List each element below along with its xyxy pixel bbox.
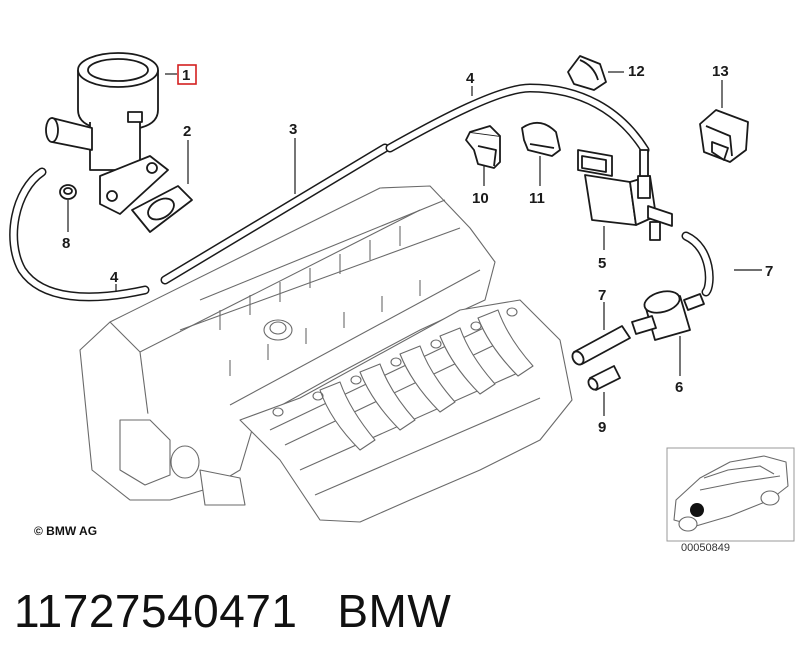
part-1-air-valve [45, 52, 169, 215]
callout-2: 2 [183, 123, 191, 140]
location-marker [690, 503, 704, 517]
leader-lines [67, 71, 762, 416]
engine-outline [79, 185, 573, 523]
callout-3: 3 [289, 121, 297, 138]
callout-9: 9 [598, 419, 606, 436]
part-13-bracket [699, 109, 749, 163]
part-7-hose-piece [571, 325, 631, 366]
callout-7-right: 7 [765, 263, 773, 280]
part-2-gasket [131, 185, 193, 233]
hose-4-top [385, 83, 650, 155]
callout-4-upper: 4 [466, 70, 475, 87]
callout-6: 6 [675, 379, 683, 396]
part-number-caption: 11727540471 BMW [14, 585, 452, 637]
part-8-nut [59, 184, 77, 200]
hose-3 [160, 143, 390, 285]
hose-4-left [9, 167, 150, 302]
diagram-reference-number: 00050849 [681, 542, 730, 554]
callout-1-highlight [177, 64, 197, 85]
callout-11: 11 [529, 190, 545, 207]
vehicle-location-thumbnail [666, 447, 795, 542]
part-10-clip [465, 125, 501, 169]
callout-5: 5 [598, 255, 606, 272]
part-5-solenoid-valve [577, 149, 673, 241]
callout-12: 12 [628, 63, 645, 80]
callout-4-lower: 4 [110, 269, 119, 286]
callout-8: 8 [62, 235, 70, 252]
callout-10: 10 [472, 190, 489, 207]
callout-7-left: 7 [598, 287, 606, 304]
callout-1: 1 [182, 67, 190, 84]
callout-13: 13 [712, 63, 729, 80]
part-6-filter [631, 290, 705, 341]
part-12-clip [567, 55, 607, 91]
part-9-sleeve [587, 365, 621, 391]
copyright-notice: © BMW AG [34, 524, 98, 538]
hose-7-right [681, 231, 714, 297]
part-11-clip [521, 122, 561, 157]
